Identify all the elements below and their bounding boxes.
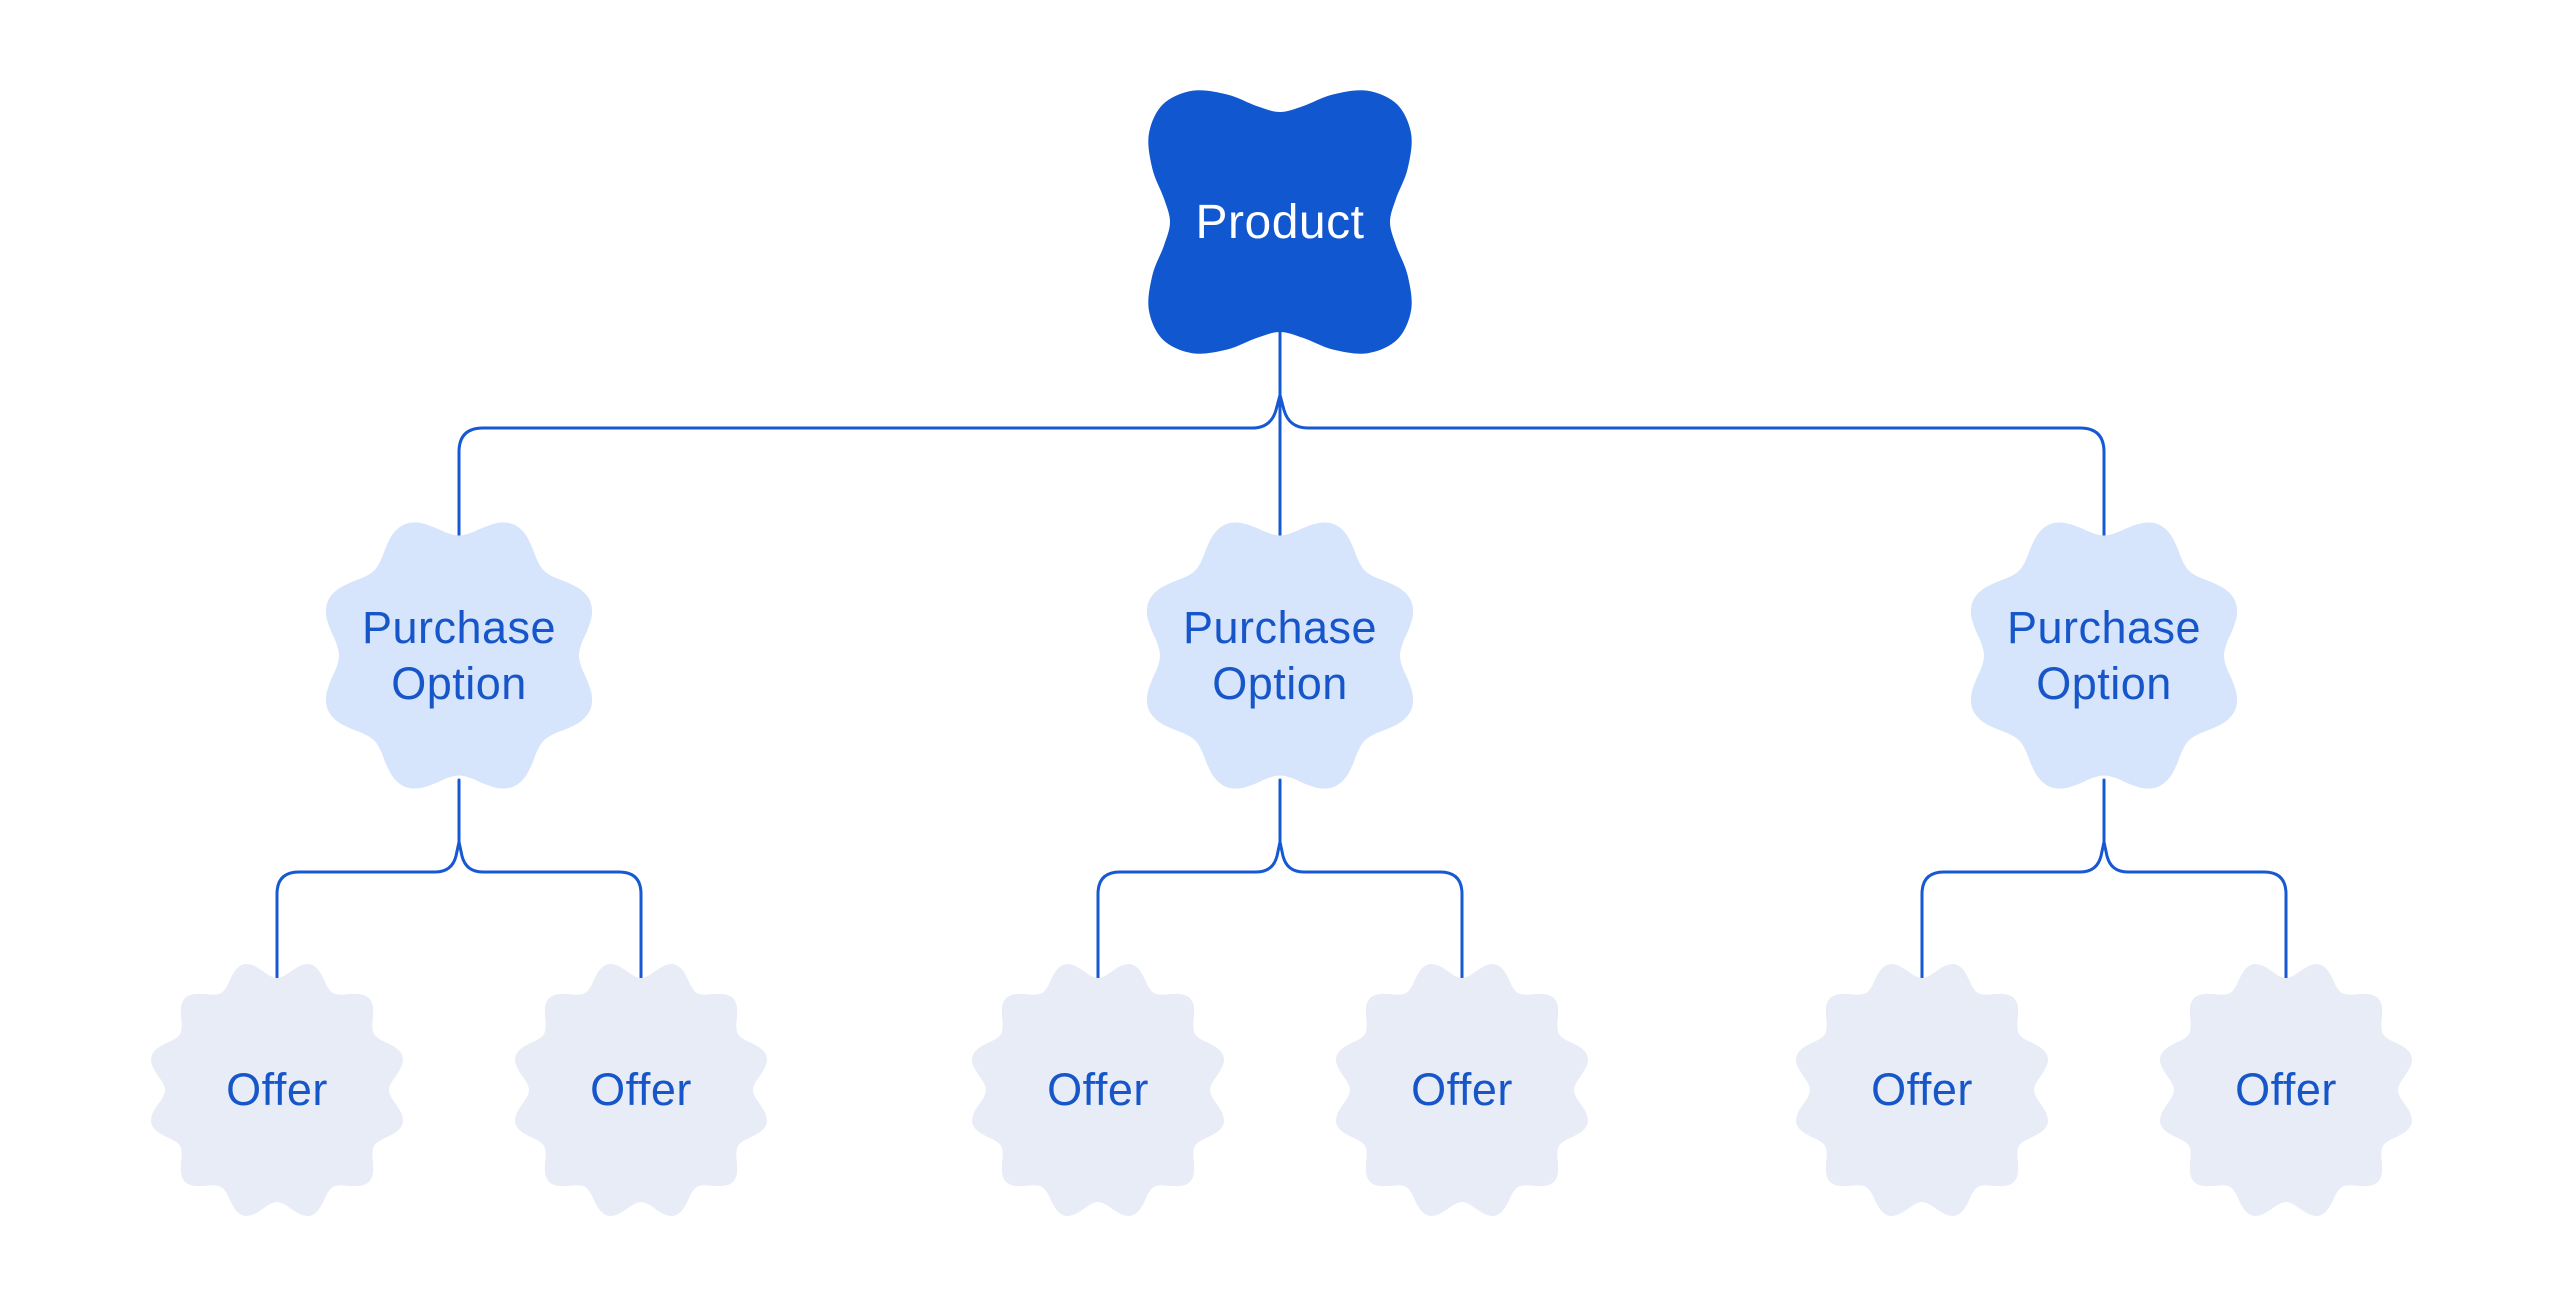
offer-blob-shape	[1796, 964, 2048, 1216]
purchase-option-blob	[1146, 522, 1414, 789]
offer-node-3-1: Offer	[1792, 952, 2052, 1228]
connector-purchase-option-3-to-offer-2	[2102, 840, 2288, 992]
purchase-option-blob-shape	[1970, 522, 2238, 789]
offer-blob	[151, 964, 403, 1216]
purchase-option-node-3: Purchase Option	[1959, 513, 2249, 798]
connector-purchase-option-2-to-offer-2	[1278, 840, 1464, 992]
offer-node-3-2: Offer	[2156, 952, 2416, 1228]
offer-blob-shape	[1336, 964, 1588, 1216]
connector-purchase-option-3-to-offer-1	[1920, 840, 2106, 992]
connector-product-to-purchase-option-1	[457, 393, 1282, 547]
product-blob-shape	[1148, 90, 1412, 354]
product-blob	[1148, 90, 1412, 354]
product-node: Product	[1144, 86, 1416, 358]
connector-purchase-option-1-to-offer-2	[457, 840, 643, 992]
purchase-option-blob-shape	[1146, 522, 1414, 789]
offer-node-2-1: Offer	[968, 952, 1228, 1228]
purchase-option-node-1: Purchase Option	[314, 513, 604, 798]
connector-product-to-purchase-option-3	[1278, 393, 2106, 547]
connector-purchase-option-2-to-offer-1	[1096, 840, 1282, 992]
purchase-option-blob-shape	[325, 522, 593, 789]
purchase-option-blob	[1970, 522, 2238, 789]
purchase-option-blob	[325, 522, 593, 789]
offer-blob	[2160, 964, 2412, 1216]
offer-blob-shape	[972, 964, 1224, 1216]
offer-blob-shape	[151, 964, 403, 1216]
offer-node-1-1: Offer	[147, 952, 407, 1228]
offer-blob	[1796, 964, 2048, 1216]
offer-node-2-2: Offer	[1332, 952, 1592, 1228]
purchase-option-node-2: Purchase Option	[1135, 513, 1425, 798]
connector-purchase-option-1-to-offer-1	[275, 840, 461, 992]
offer-blob	[1336, 964, 1588, 1216]
offer-blob	[515, 964, 767, 1216]
offer-blob-shape	[2160, 964, 2412, 1216]
offer-blob-shape	[515, 964, 767, 1216]
offer-blob	[972, 964, 1224, 1216]
offer-node-1-2: Offer	[511, 952, 771, 1228]
